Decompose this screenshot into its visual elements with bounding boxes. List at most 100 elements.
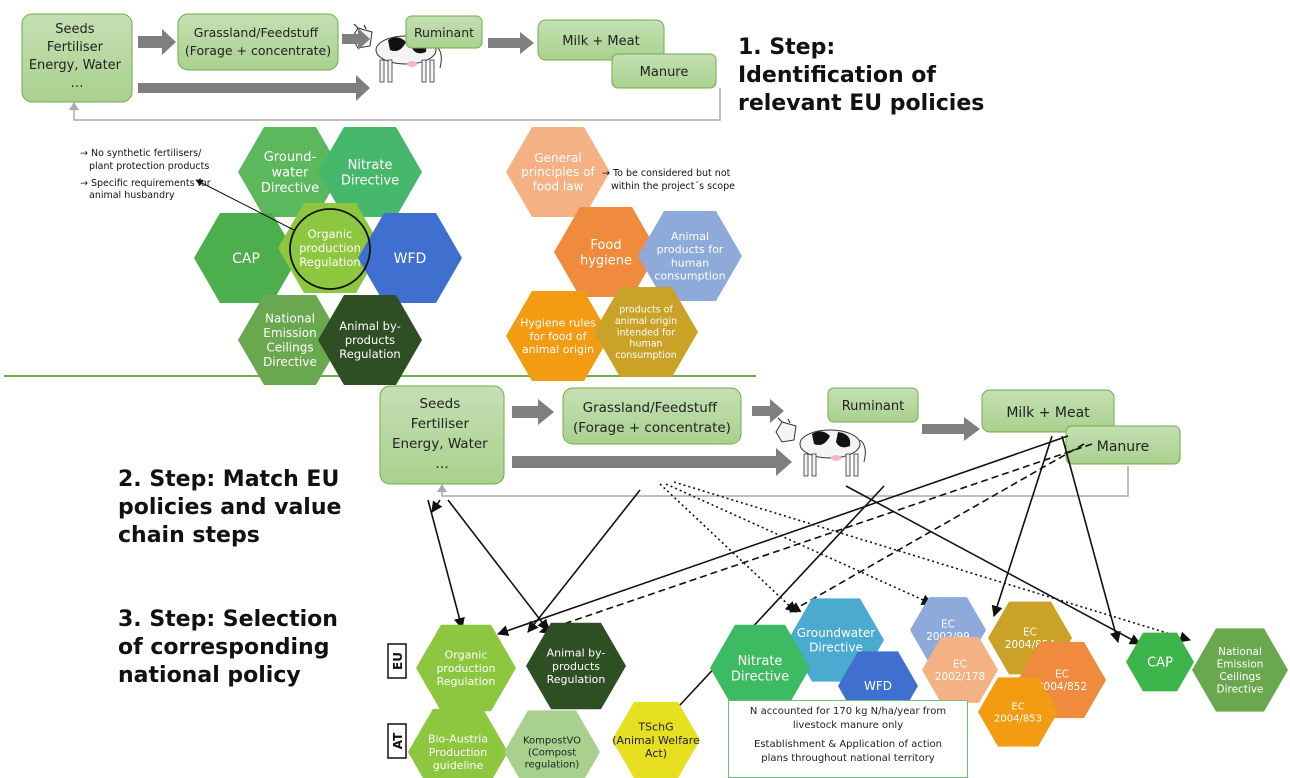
hex-label-line: Ceilings: [266, 340, 313, 354]
hex-shape-apfhc: [638, 211, 742, 301]
step1-line3: relevant EU policies: [738, 91, 985, 117]
hex-shape-cap: [194, 213, 298, 303]
hex-label-line: principles of: [521, 165, 595, 179]
top-arrow-2: [342, 28, 370, 50]
hex-cap: CAP: [194, 213, 298, 303]
hex-shape-organic: [416, 624, 516, 712]
hex-label-line: EC: [1055, 668, 1069, 680]
bottom-milk-box: [981, 389, 1115, 433]
hex-label-line: human: [629, 339, 662, 350]
hex-shape-hygrules: [506, 291, 610, 381]
hex-label-line: Directive: [261, 181, 319, 196]
bottom-manure-box: [1065, 425, 1181, 465]
hex-shape-nec: [1192, 628, 1288, 712]
hex-label-line: products: [552, 660, 600, 673]
hex-label-line: EC: [941, 618, 955, 630]
hex-label-line: 2004/853: [994, 714, 1042, 725]
step1-line2: Identification of: [738, 63, 936, 89]
hex-label-line: production: [299, 241, 361, 255]
hex-label-line: Directive: [809, 640, 863, 654]
level-labels: EU AT: [387, 643, 407, 759]
bottom-milk-label: Milk + Meat: [1006, 405, 1090, 421]
hex-label-line: Production: [429, 746, 488, 759]
hex-label-line: products for: [657, 243, 724, 256]
hex-label-wfd: WFD: [864, 679, 892, 693]
top-milk-label: Milk + Meat: [562, 34, 639, 49]
hex-label-line: consumption: [615, 350, 677, 361]
bottom-arrow-3: [922, 417, 980, 441]
top-manure-label: Manure: [640, 65, 689, 80]
hex-label-line: CAP: [1147, 656, 1173, 671]
bottom-arrow-4: [512, 448, 792, 476]
organic-note-line: → Specific requirements for: [80, 177, 211, 189]
hex-shape-foodhyg: [554, 207, 658, 297]
hex-label-line: Nitrate: [738, 654, 783, 669]
bottom-cow-icon: [775, 417, 866, 477]
step3-heading: 3. Step: Selection of corresponding nati…: [118, 606, 338, 690]
hex-label-line: intended for: [617, 327, 675, 338]
hex-label-line: Hygiene rules: [520, 317, 596, 330]
hex-label-line: Food: [590, 238, 621, 253]
bottom-inputs-label: Seeds Fertiliser Energy, Water …: [392, 396, 492, 472]
top-grassland-box: [177, 13, 339, 71]
top-milk-box: [537, 19, 665, 61]
hex-label-line: WFD: [864, 679, 892, 693]
step3-line1: 3. Step: Selection: [118, 607, 338, 632]
hex-label-line: human: [671, 256, 709, 269]
level-label-eu: EU: [391, 652, 405, 670]
food-note: → To be considered but not within the pr…: [602, 168, 735, 194]
hex-label-line: Directive: [1216, 684, 1263, 696]
bottom-arrow-1: [512, 399, 554, 425]
hex-label-line: products of: [619, 305, 673, 316]
hex-label-line: Animal by-: [547, 647, 606, 660]
hex-cap: CAP: [1126, 632, 1194, 692]
organic-note-pointer: [195, 179, 295, 231]
bottom-ruminant-box: [827, 387, 919, 423]
hex-label-line: Nitrate: [348, 158, 393, 173]
hex-shape-nitrate: [318, 127, 422, 217]
hex-label-line: guideline: [433, 759, 484, 772]
hex-label-line: KompostVO: [523, 736, 581, 747]
hex-shape-cap: [1126, 632, 1194, 692]
hex-label-line: Organic: [445, 649, 488, 662]
hex-label-line: WFD: [394, 251, 427, 267]
food-note-line: within the project´s scope: [611, 180, 735, 192]
step3-line3: national policy: [118, 663, 301, 689]
hex-label-line: Animal: [671, 230, 709, 243]
hex-shape-poao: [594, 287, 698, 377]
hex-label-line: Ceilings: [1219, 671, 1260, 683]
hex-shape-nitrate: [710, 624, 810, 712]
hex-label-line: Regulation: [547, 673, 606, 686]
step1-heading: 1. Step: Identification of relevant EU p…: [738, 34, 984, 118]
hex-label-line: consumption: [654, 270, 725, 283]
hex-label-line: Animal by-: [339, 319, 401, 333]
hex-label-line: Directive: [341, 173, 399, 188]
infobox-line: N accounted for 170 kg N/ha/year from: [749, 706, 947, 717]
bottom-value-chain: Seeds Fertiliser Energy, Water … Grassla…: [379, 385, 1181, 497]
